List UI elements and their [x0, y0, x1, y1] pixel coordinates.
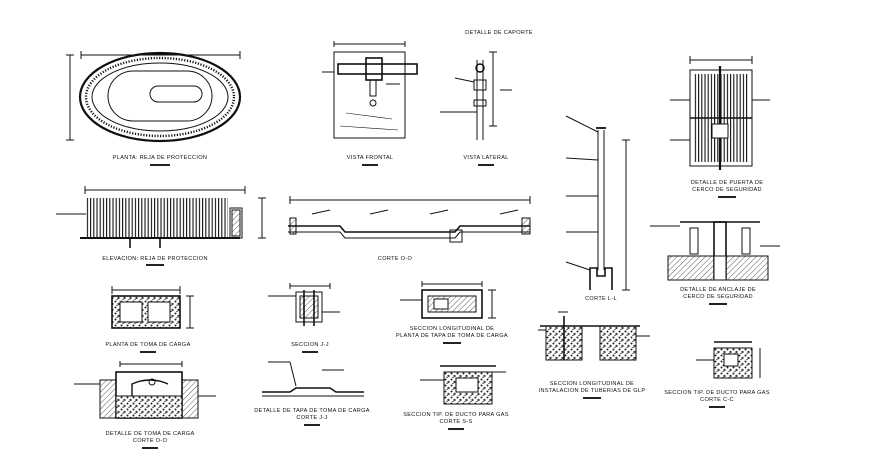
detalle-anclaje-drawing: [650, 221, 780, 281]
title-underline: [443, 342, 461, 344]
title-underline: [146, 264, 164, 266]
planta-reja-title: PLANTA: REJA DE PROTECCION: [112, 155, 208, 161]
detalle-anclaje-title-2: CERCO DE SEGURIDAD: [683, 294, 753, 300]
seccion-tip-center-title-2: CORTE S-S: [439, 419, 473, 425]
elevacion-reja-drawing: [56, 186, 266, 248]
planta-toma-title: PLANTA DE TOMA DE CARGA: [105, 342, 191, 348]
corte-oo-drawing: [288, 196, 531, 243]
elevacion-reja-title: ELEVACION: REJA DE PROTECCION: [102, 256, 208, 262]
planta-reja-drawing: [66, 51, 242, 143]
detalle-tapa-title-1: DETALLE DE TAPA DE TOMA DE CARGA: [254, 408, 370, 414]
detalle-puerta-title-2: CERCO DE SEGURIDAD: [692, 187, 762, 193]
seccion-instalacion-title-2: INSTALACION DE TUBERIAS DE GLP: [538, 388, 646, 394]
seccion-long-tapa-title-1: SECCION LONGITUDINAL DE: [409, 326, 495, 332]
seccion-long-tapa-drawing: [400, 281, 496, 319]
seccion-tip-center-title-1: SECCION TIP. DE DUCTO PARA GAS: [403, 412, 509, 418]
seccion-instalacion-title-1: SECCION LONGITUDINAL DE: [549, 381, 635, 387]
detalle-tapa-title-2: CORTE J-J: [296, 415, 328, 421]
title-underline: [583, 397, 601, 399]
seccion-tip-ducto-center-drawing: [420, 365, 506, 405]
vista-frontal-drawing: [322, 41, 418, 139]
vista-lateral-drawing: [440, 51, 512, 140]
detalle-toma-drawing: [74, 361, 216, 419]
title-underline: [709, 406, 725, 408]
title-underline: [302, 351, 318, 353]
detalle-tapa-drawing: [262, 361, 364, 397]
detalle-toma-title-2: CORTE O-O: [132, 438, 168, 444]
title-underline: [140, 351, 156, 353]
corte-ll-drawing: [565, 115, 630, 291]
title-underline: [718, 196, 736, 198]
seccion-long-tapa-title-2: PLANTA DE TAPA DE TOMA DE CARGA: [396, 333, 508, 339]
vista-frontal-title: VISTA FRONTAL: [346, 155, 394, 161]
title-underline: [304, 424, 320, 426]
title-underline: [362, 164, 378, 166]
detalle-puerta-drawing: [670, 56, 770, 170]
title-underline: [448, 428, 464, 430]
seccion-tip-right-title-1: SECCION TIP. DE DUCTO PARA GAS: [664, 390, 770, 396]
seccion-instalacion-drawing: [538, 311, 650, 361]
title-underline: [709, 303, 727, 305]
planta-toma-drawing: [111, 286, 194, 329]
title-underline: [142, 447, 158, 449]
seccion-jj-drawing: [268, 283, 340, 326]
title-underline: [150, 164, 170, 166]
title-underline: [478, 164, 494, 166]
corte-oo-title: CORTE O-O: [377, 256, 413, 262]
detalle-toma-title-1: DETALLE DE TOMA DE CARGA: [105, 431, 195, 437]
corte-ll-title: CORTE L-L: [585, 296, 617, 302]
detalle-puerta-title-1: DETALLE DE PUERTA DE: [690, 180, 764, 186]
detalle-anclaje-title-1: DETALLE DE ANCLAJE DE: [680, 287, 756, 293]
seccion-tip-right-title-2: CORTE C-C: [700, 397, 734, 403]
detalle-caporte-title: DETALLE DE CAPORTE: [465, 30, 533, 36]
seccion-tip-ducto-right-drawing: [696, 341, 761, 379]
seccion-jj-title: SECCION J-J: [291, 342, 329, 348]
vista-lateral-title: VISTA LATERAL: [463, 155, 509, 161]
